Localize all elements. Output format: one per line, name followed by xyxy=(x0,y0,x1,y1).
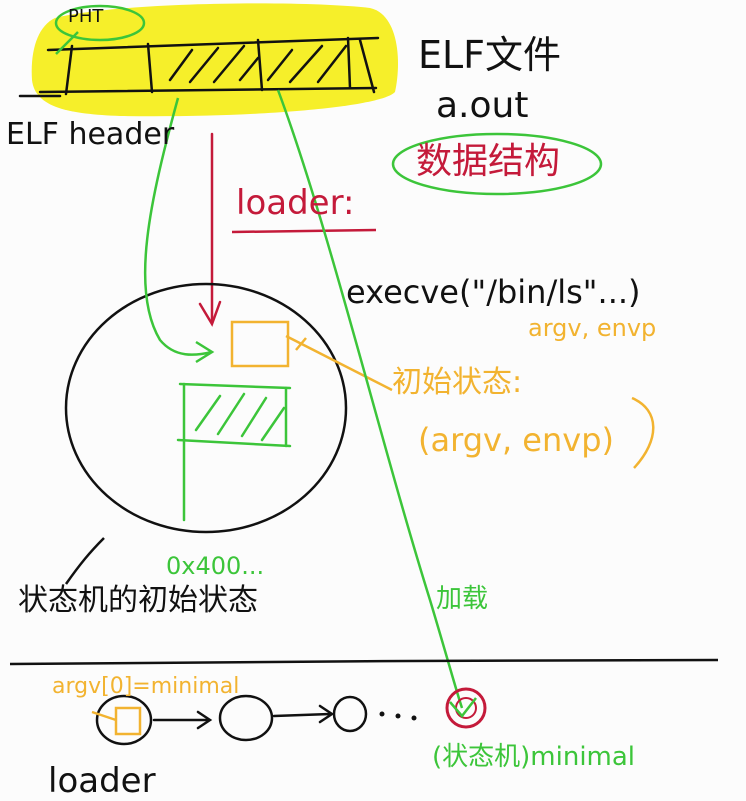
elf-header-label: ELF header xyxy=(6,117,175,152)
divider-line xyxy=(9,658,719,666)
state-chain xyxy=(95,694,368,746)
argv-minimal-label: argv[0]=minimal xyxy=(52,674,240,699)
data-structure-label: 数据结构 xyxy=(416,141,561,182)
orange-stack-box xyxy=(230,320,290,368)
argv-envp-paren-label: (argv, envp) xyxy=(418,421,614,459)
address-label: 0x400... xyxy=(166,552,265,580)
argv-envp-top-label: argv, envp xyxy=(528,314,657,342)
state-machine-initial-label: 状态机的初始状态 xyxy=(18,583,258,618)
pht-label: PHT xyxy=(68,6,104,27)
loader-bottom-label: loader xyxy=(48,761,156,801)
execve-label: execve("/bin/ls"...) xyxy=(346,273,641,311)
red-arrow xyxy=(198,132,222,327)
loader-label: loader: xyxy=(236,183,355,223)
elf-file-box xyxy=(18,36,380,98)
initial-state-label: 初始状态: xyxy=(392,365,523,400)
aout-label: a.out xyxy=(436,85,529,126)
ellipsis-dots xyxy=(379,711,417,721)
process-circle xyxy=(64,282,348,534)
target-state-circle xyxy=(445,687,487,729)
elf-file-label: ELF文件 xyxy=(418,33,562,77)
elf-hatching xyxy=(168,44,348,84)
load-label: 加载 xyxy=(436,584,489,614)
green-segment xyxy=(176,382,292,522)
green-load-path xyxy=(143,97,213,356)
data-structure-circle xyxy=(391,132,603,196)
state-machine-minimal-label: (状态机)minimal xyxy=(432,742,636,772)
green-long-path xyxy=(276,89,464,709)
pht-circle xyxy=(54,4,146,42)
